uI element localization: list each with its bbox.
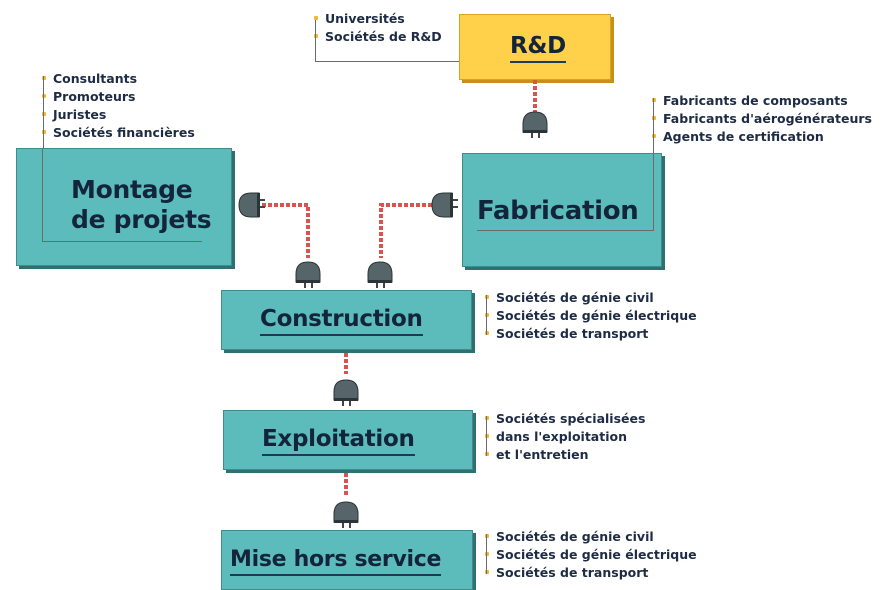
rnd-actor-list: Universités Sociétés de R&D — [313, 10, 442, 46]
mise-hors-service-box: Mise hors service — [221, 530, 473, 590]
fabrication-inner-line — [477, 230, 654, 231]
mise-hors-service-actor-list: Sociétés de génie civil Sociétés de géni… — [484, 528, 697, 582]
exploitation-box: Exploitation — [223, 410, 473, 470]
rnd-title: R&D — [510, 33, 566, 63]
exploitation-actor: dans l'exploitation — [484, 428, 645, 446]
fabrication-actor: Fabricants d'aérogénérateurs — [651, 110, 872, 128]
mise-hors-service-actor: Sociétés de génie civil — [484, 528, 697, 546]
plug-icon — [431, 192, 459, 218]
rnd-actor: Universités — [313, 10, 442, 28]
construction-actor: Sociétés de génie civil — [484, 289, 697, 307]
exploitation-title: Exploitation — [262, 426, 415, 456]
montage-title: Montage de projets — [71, 175, 212, 234]
rnd-connector-line — [315, 61, 461, 62]
construction-actor-rail — [486, 295, 487, 335]
cable — [379, 203, 432, 258]
montage-actor: Promoteurs — [41, 88, 195, 106]
mise-hors-service-actor: Sociétés de génie électrique — [484, 546, 697, 564]
fabrication-actor: Fabricants de composants — [651, 92, 872, 110]
plug-icon — [238, 192, 266, 218]
plug-icon — [295, 261, 321, 289]
montage-inner-line — [42, 241, 202, 242]
mise-hors-service-actor: Sociétés de transport — [484, 564, 697, 582]
plug-icon — [522, 111, 548, 139]
fabrication-actor: Agents de certification — [651, 128, 872, 146]
mise-hors-service-title: Mise hors service — [230, 547, 441, 576]
rnd-actor: Sociétés de R&D — [313, 28, 442, 46]
fabrication-actor-list: Fabricants de composants Fabricants d'aé… — [651, 92, 872, 146]
construction-box: Construction — [221, 290, 472, 350]
exploitation-actor: et l'entretien — [484, 446, 645, 464]
montage-actor: Sociétés financières — [41, 124, 195, 142]
montage-box: Montage de projets — [16, 148, 232, 266]
rnd-box: R&D — [459, 14, 611, 80]
exploitation-actor: Sociétés spécialisées — [484, 410, 645, 428]
fabrication-actor-rail — [653, 98, 654, 153]
exploitation-actor-list: Sociétés spécialisées dans l'exploitatio… — [484, 410, 645, 464]
montage-inner-line — [42, 149, 43, 241]
montage-actor: Consultants — [41, 70, 195, 88]
construction-actor-list: Sociétés de génie civil Sociétés de géni… — [484, 289, 697, 343]
montage-actor: Juristes — [41, 106, 195, 124]
fabrication-box: Fabrication — [462, 153, 662, 267]
mise-hors-service-actor-rail — [486, 534, 487, 574]
construction-title: Construction — [260, 306, 423, 336]
construction-actor: Sociétés de transport — [484, 325, 697, 343]
cable — [262, 203, 310, 258]
fabrication-title: Fabrication — [477, 196, 639, 226]
construction-actor: Sociétés de génie électrique — [484, 307, 697, 325]
plug-icon — [333, 379, 359, 407]
montage-actor-list: Consultants Promoteurs Juristes Sociétés… — [41, 70, 195, 142]
exploitation-actor-rail — [486, 416, 487, 456]
rnd-connector-line — [315, 20, 316, 62]
plug-icon — [367, 261, 393, 289]
fabrication-inner-line — [653, 154, 654, 230]
montage-actor-rail — [43, 76, 44, 148]
plug-icon — [333, 501, 359, 529]
